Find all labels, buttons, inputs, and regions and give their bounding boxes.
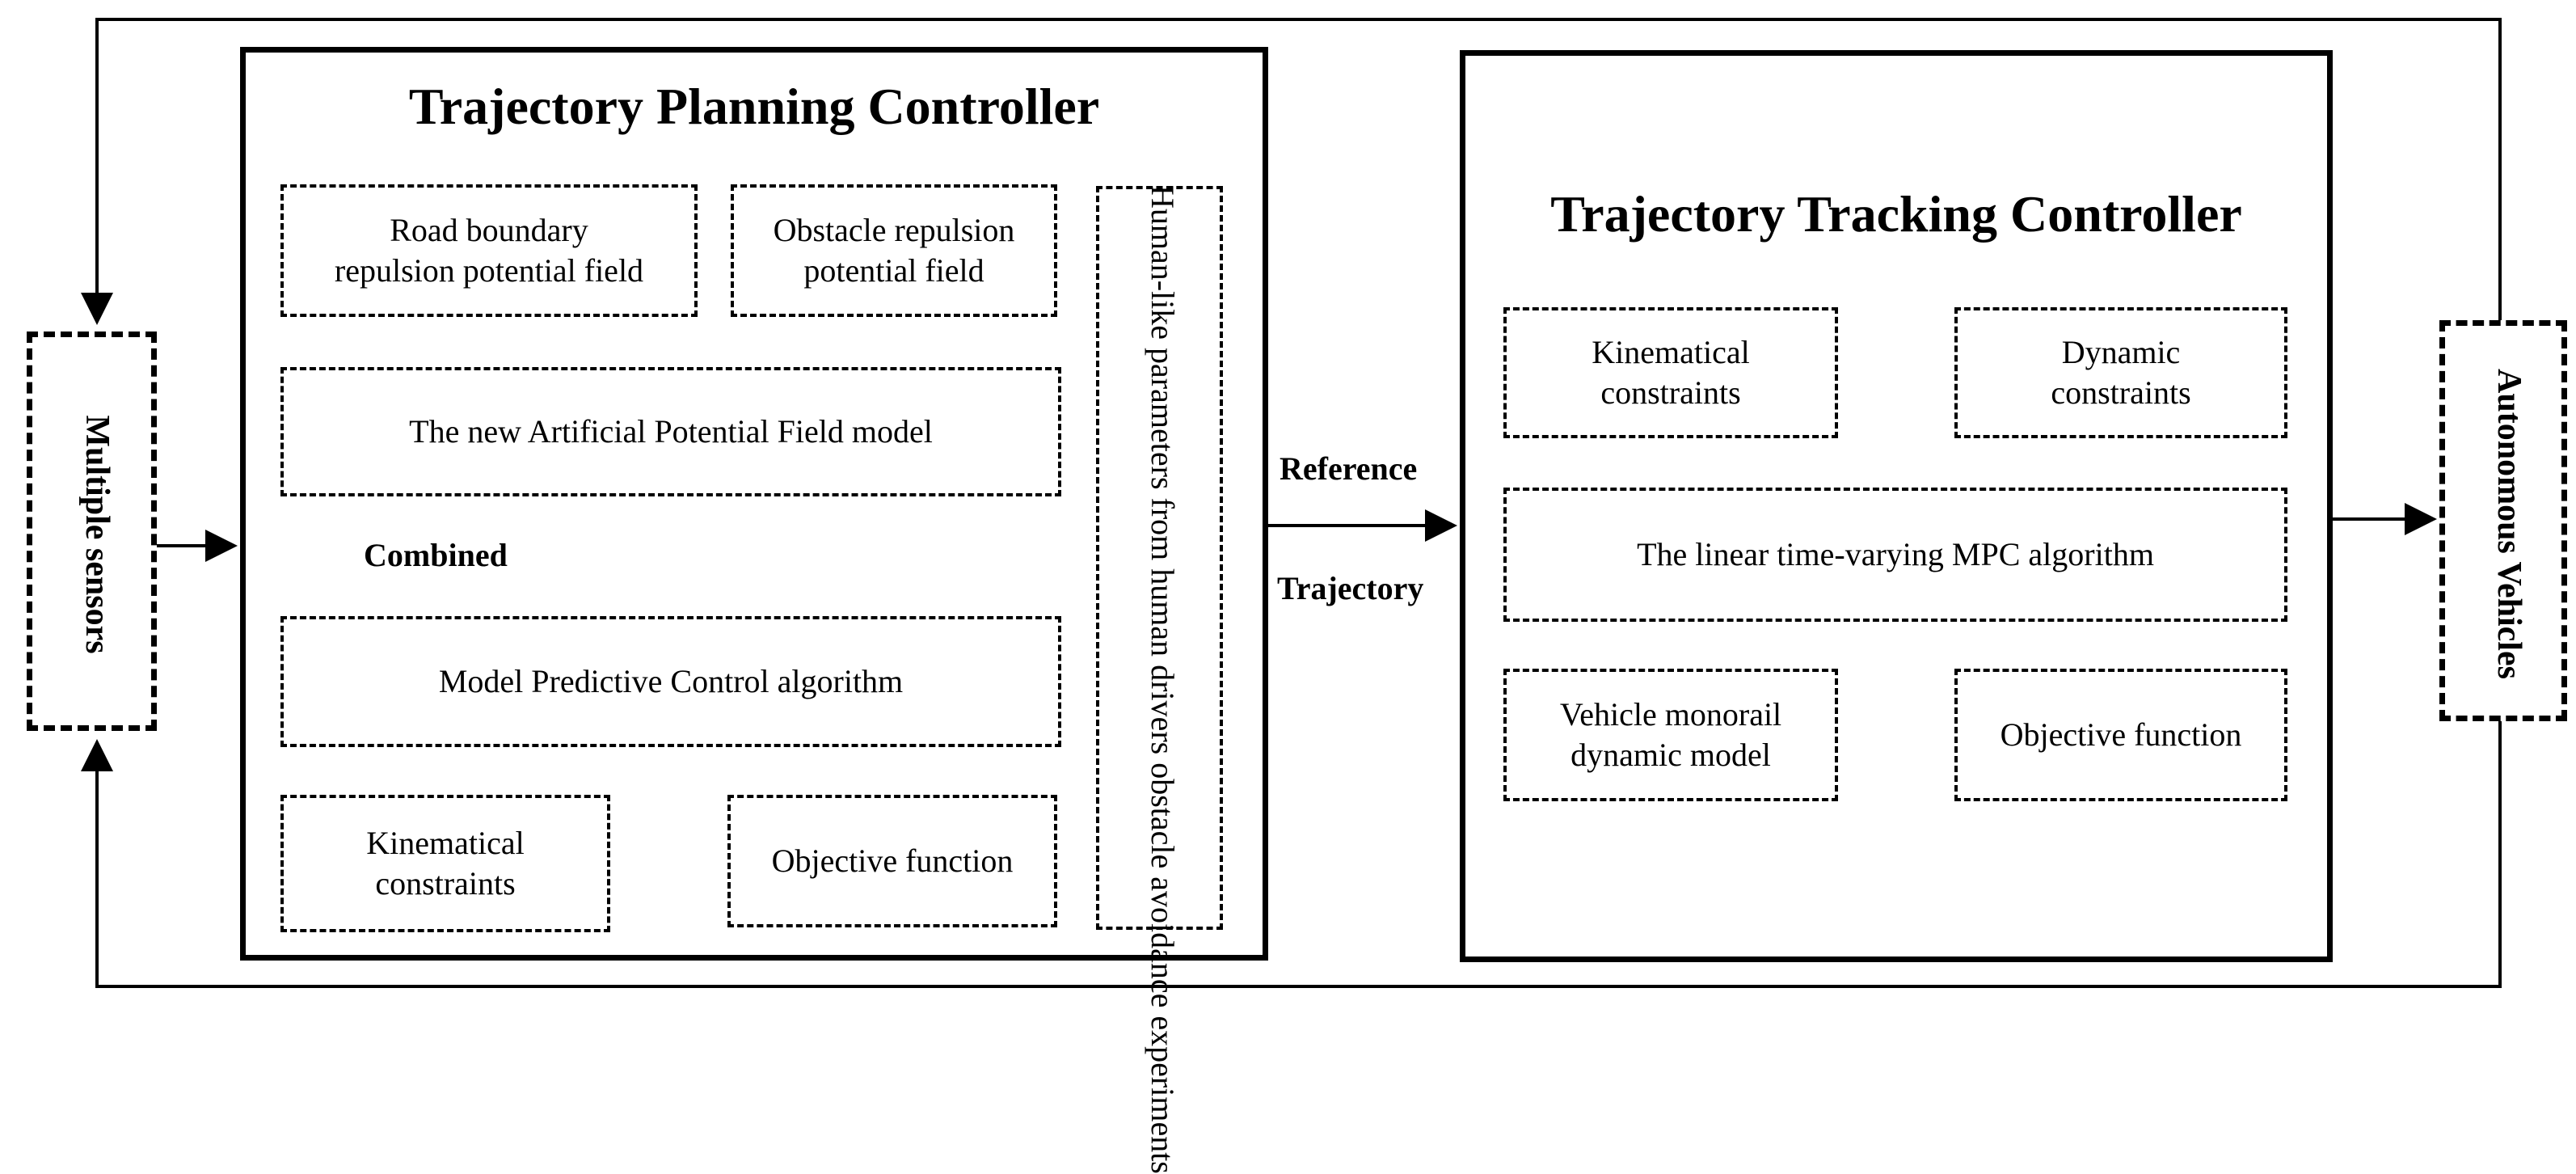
human-params-label: Human-like parameters from human drivers… [1145,185,1181,1174]
bottom-feedback-line [81,720,2502,988]
tracking-title: Trajectory Tracking Controller [1550,185,2242,243]
dynamic-box: Dynamic constraints [1954,307,2287,438]
monorail-model-box: Vehicle monorail dynamic model [1503,669,1838,801]
objective-box-planning: Objective function [727,795,1057,927]
top-feedback-line [81,18,2502,333]
autonomous-vehicles-label: Autonomous Vehicles [2490,369,2528,679]
objective-box-tracking: Objective function [1954,669,2287,801]
ltv-mpc-box: The linear time-varying MPC algorithm [1503,488,2287,622]
apf-model-box: The new Artificial Potential Field model [280,367,1061,496]
multiple-sensors-label: Multiple sensors [78,415,116,654]
autonomous-vehicles-box: Autonomous Vehicles [2439,320,2567,721]
multiple-sensors-box: Multiple sensors [27,332,157,731]
reference-label: Reference [1280,450,1418,487]
kinematical-box-planning: Kinematical constraints [280,795,610,932]
kinematical-box-tracking: Kinematical constraints [1503,307,1838,438]
human-params-box: Human-like parameters from human drivers… [1096,185,1223,1174]
road-boundary-box: Road boundary repulsion potential field [280,184,698,317]
combined-label: Combined [364,537,508,573]
obstacle-repulsion-box: Obstacle repulsion potential field [731,184,1057,317]
mpc-box: Model Predictive Control algorithm [280,616,1061,747]
planning-title: Trajectory Planning Controller [408,78,1100,135]
trajectory-label: Trajectory [1277,570,1424,606]
